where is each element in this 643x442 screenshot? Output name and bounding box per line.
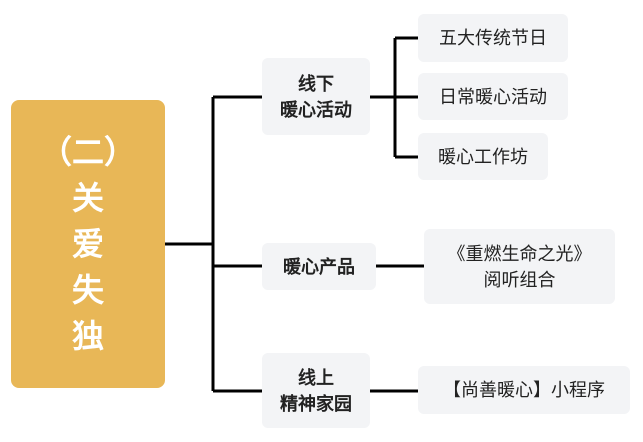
leaf-label: 暖心工作坊 xyxy=(438,146,528,167)
branch-label: 暖心活动 xyxy=(280,99,352,120)
leaf-label: 阅听组合 xyxy=(483,269,556,290)
leaf-node: 《重燃生命之光》 阅听组合 xyxy=(424,229,615,304)
leaf-node: 【尚善暖心】小程序 xyxy=(418,366,630,414)
root-node: （二） 关 爱 失 独 xyxy=(11,100,165,388)
leaf-label: 【尚善暖心】小程序 xyxy=(443,380,605,400)
branch-label: 线上 xyxy=(298,367,334,388)
root-text: 关 xyxy=(71,180,104,216)
root-text: 爱 xyxy=(71,226,104,262)
leaf-node: 五大传统节日 xyxy=(418,14,568,62)
branch-label: 线下 xyxy=(298,73,334,94)
branch-online-home: 线上 精神家园 xyxy=(262,353,370,428)
root-text: 失 xyxy=(71,272,104,308)
branch-label: 精神家园 xyxy=(280,393,352,414)
leaf-node: 暖心工作坊 xyxy=(418,133,548,180)
root-text: （二） xyxy=(39,134,136,170)
leaf-label: 《重燃生命之光》 xyxy=(447,243,592,264)
leaf-label: 日常暖心活动 xyxy=(439,86,547,107)
branch-offline-activities: 线下 暖心活动 xyxy=(262,58,370,135)
leaf-node: 日常暖心活动 xyxy=(418,73,568,120)
branch-products: 暖心产品 xyxy=(262,243,376,290)
root-text: 独 xyxy=(71,318,104,354)
branch-label: 暖心产品 xyxy=(283,256,355,277)
leaf-label: 五大传统节日 xyxy=(439,28,547,48)
